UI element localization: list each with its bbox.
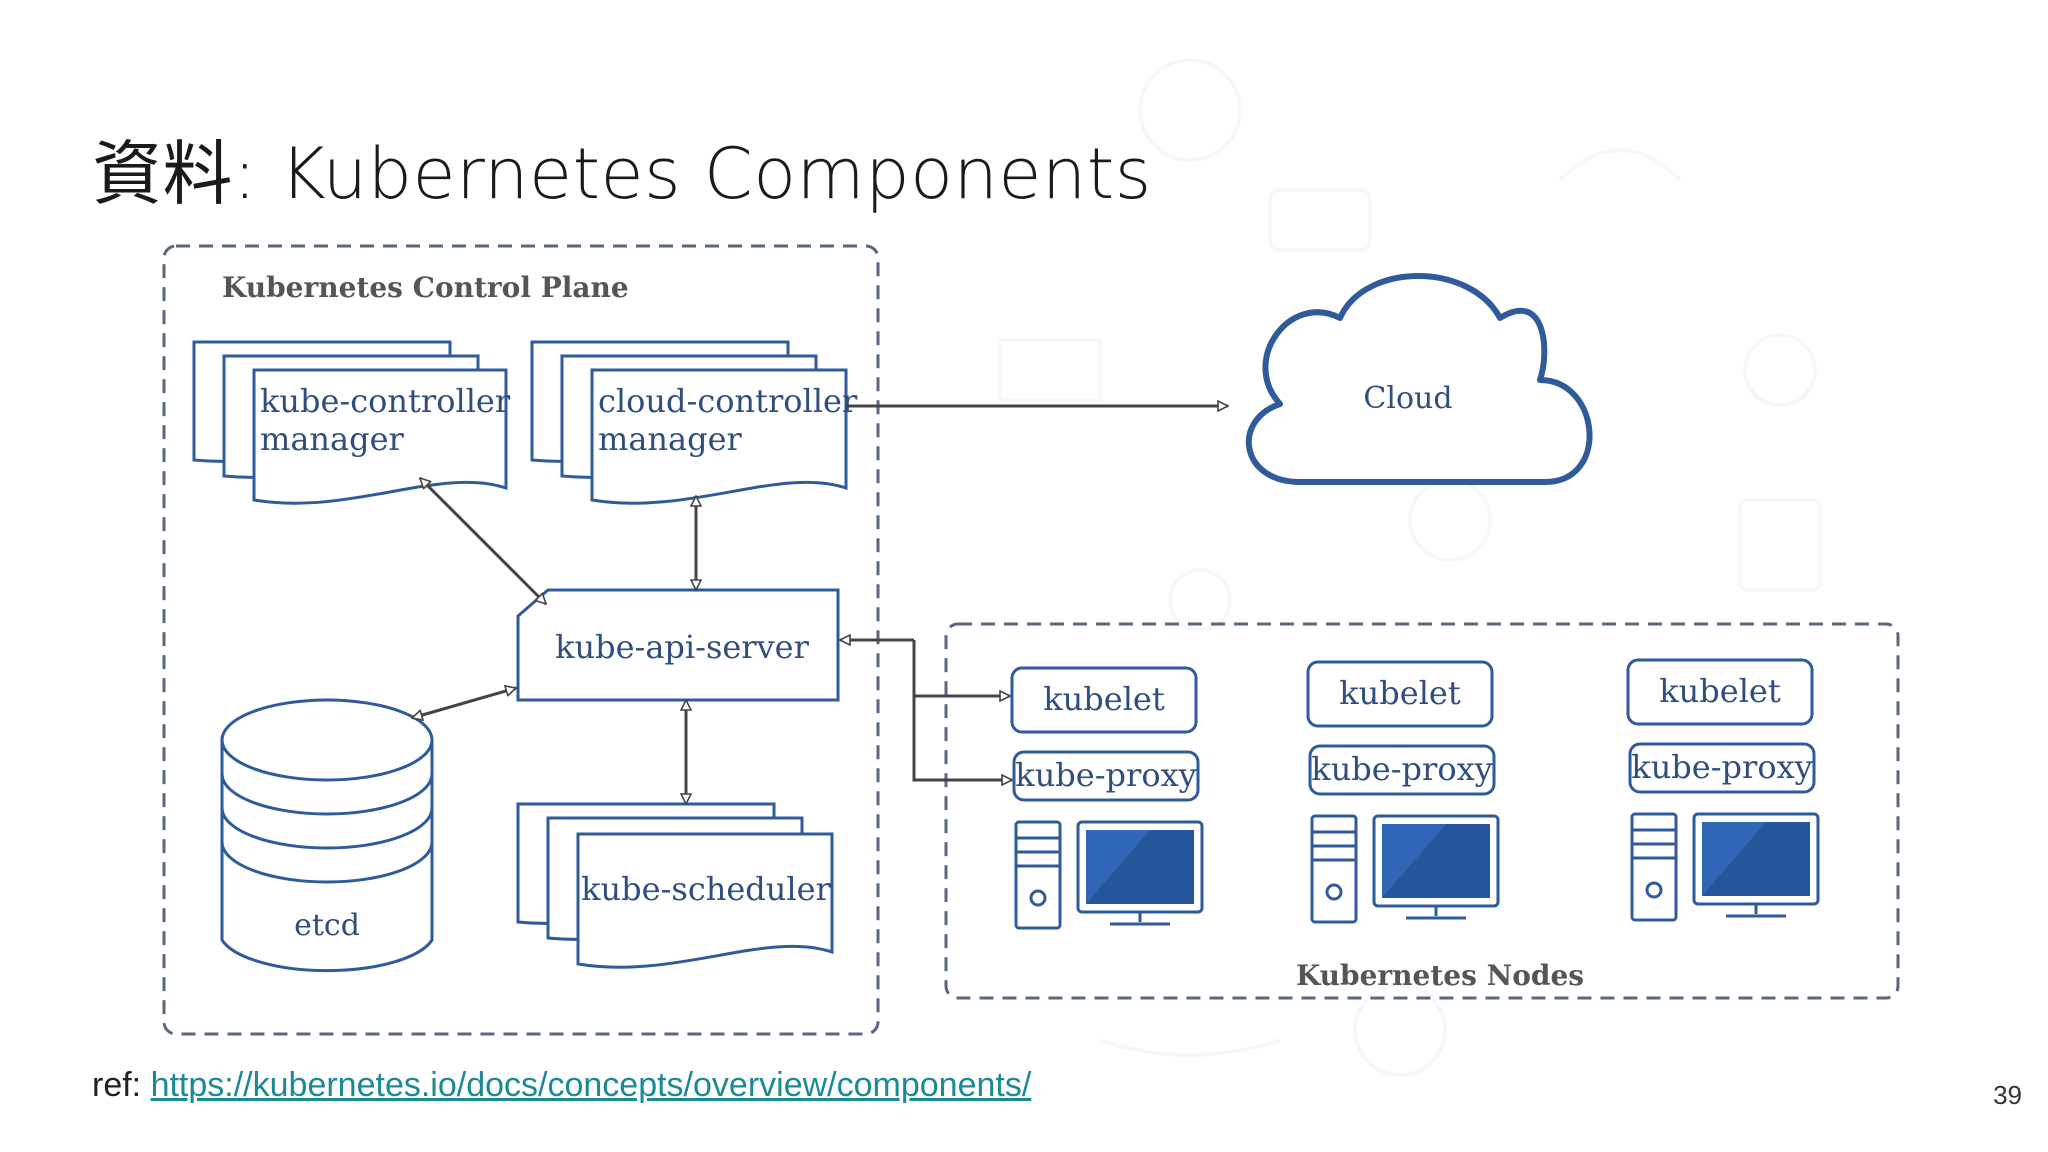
- nodes-boundary: [944, 622, 1900, 1000]
- background-decoration: [998, 58, 1822, 1077]
- kcm-label-line2: manager: [260, 420, 405, 458]
- node-1-proxy-box: [1012, 750, 1200, 802]
- node-2-computer-icon: [1310, 814, 1500, 924]
- node-3-computer-icon: [1630, 812, 1820, 922]
- kube-controller-manager: [192, 340, 508, 505]
- cloud-label: Cloud: [1363, 381, 1452, 416]
- etcd: [220, 698, 434, 973]
- node-2-kubelet-box: [1306, 660, 1494, 728]
- kcm-label-line1: kube-controller: [260, 382, 511, 420]
- node-3-proxy-box: [1628, 742, 1816, 794]
- slide-title: 資料: Kubernetes Components: [92, 133, 1152, 215]
- node-2: [1306, 660, 1500, 924]
- node-1-kubelet-box: [1010, 666, 1198, 734]
- node-1: [1010, 666, 1204, 930]
- page-number: 39: [1993, 1080, 2022, 1110]
- reference-line: ref: https://kubernetes.io/docs/concepts…: [92, 1066, 1031, 1105]
- ccm-label-line1: cloud-controller: [598, 382, 858, 420]
- node-2-kubelet: kubelet: [1339, 674, 1461, 712]
- node-2-proxy: kube-proxy: [1311, 750, 1492, 788]
- reference-prefix: ref:: [92, 1066, 151, 1104]
- node-3-kubelet: kubelet: [1659, 672, 1781, 710]
- node-3-kubelet-box: [1626, 658, 1814, 726]
- kube-scheduler: [516, 802, 834, 969]
- control-plane-label: Kubernetes Control Plane: [222, 271, 629, 304]
- reference-link[interactable]: https://kubernetes.io/docs/concepts/over…: [150, 1066, 1032, 1104]
- api-server-label: kube-api-server: [555, 628, 810, 666]
- node-1-kubelet: kubelet: [1043, 680, 1165, 718]
- node-2-proxy-box: [1308, 744, 1496, 796]
- node-1-proxy: kube-proxy: [1015, 756, 1196, 794]
- etcd-label: etcd: [294, 908, 360, 943]
- node-1-computer-icon: [1014, 820, 1204, 930]
- kube-api-server: [516, 588, 840, 702]
- ccm-label-line2: manager: [598, 420, 743, 458]
- node-3-proxy: kube-proxy: [1631, 748, 1812, 786]
- scheduler-label: kube-scheduler: [581, 870, 831, 908]
- nodes-label: Kubernetes Nodes: [1296, 959, 1584, 992]
- cloud-shape: [1245, 273, 1593, 485]
- node-3: [1626, 658, 1820, 922]
- arrows: [412, 406, 1228, 804]
- cloud-controller-manager: [530, 340, 848, 505]
